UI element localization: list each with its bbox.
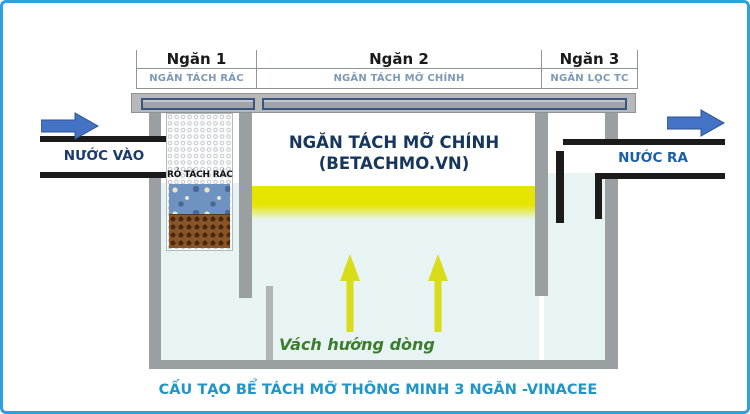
compartment-3-title-cell: Ngăn 3 [541, 50, 638, 69]
upflow-arrow-icon [428, 254, 448, 332]
filter-media [169, 214, 230, 248]
lid-panel-2 [262, 98, 627, 110]
compartment-3-subtitle-cell: NGĂN LỌC TC [541, 69, 638, 89]
outlet-pipe-interior [603, 145, 725, 173]
inlet-flow-arrow-icon [41, 112, 99, 140]
outlet-pipe-top [563, 139, 725, 145]
inlet-pipe-bottom [40, 172, 166, 178]
compartment-2-title-cell: Ngăn 2 [256, 50, 541, 69]
compartment-2-subtitle: NGĂN TÁCH MỠ CHÍNH [333, 73, 465, 84]
trash-basket: RỎ TÁCH RÁC [166, 113, 233, 251]
inlet-pipe-interior [40, 142, 161, 172]
outlet-baffle [556, 151, 564, 223]
divider-wall-2-3 [535, 111, 548, 296]
flow-directing-baffle [266, 286, 273, 360]
compartment-1-title: Ngăn 1 [166, 50, 227, 68]
compartment-3-subtitle: NGĂN LỌC TC [550, 73, 629, 84]
outlet-label: NƯỚC RA [618, 150, 688, 166]
compartment-2-subtitle-cell: NGĂN TÁCH MỠ CHÍNH [256, 69, 541, 89]
compartment-header-table: Ngăn 1 Ngăn 2 Ngăn 3 NGĂN TÁCH RÁC NGĂN … [136, 50, 638, 89]
inlet-label: NƯỚC VÀO [63, 148, 145, 164]
flow-baffle-label: Vách hướng dòng [279, 335, 435, 354]
diagram-caption: CẤU TẠO BỂ TÁCH MỠ THÔNG MINH 3 NGĂN -VI… [158, 382, 598, 398]
lid-panel-1 [141, 98, 255, 110]
compartment-1-subtitle-cell: NGĂN TÁCH RÁC [136, 69, 256, 89]
main-chamber-label-line1: NGĂN TÁCH MỠ CHÍNH [288, 133, 500, 152]
main-chamber-label-line2: (BETACHMO.VN) [318, 154, 470, 173]
compartment-1-subtitle: NGĂN TÁCH RÁC [149, 73, 244, 84]
outlet-pipe-elbow [595, 173, 602, 219]
divider-wall-1-2 [239, 111, 252, 298]
tank-bottom-wall [149, 360, 618, 369]
trash-basket-label: RỎ TÁCH RÁC [167, 170, 233, 180]
compartment-2-title: Ngăn 2 [369, 50, 429, 68]
outlet-pipe-bottom [595, 173, 725, 179]
compartment-1-title-cell: Ngăn 1 [136, 50, 256, 69]
grease-layer [243, 186, 539, 220]
trapped-debris [169, 184, 230, 214]
compartment-3-title: Ngăn 3 [559, 50, 620, 68]
outlet-flow-arrow-icon [667, 109, 725, 137]
inlet-pipe-top [40, 136, 166, 142]
upflow-arrow-icon [340, 254, 360, 332]
main-chamber-label: NGĂN TÁCH MỠ CHÍNH (BETACHMO.VN) [248, 132, 540, 174]
